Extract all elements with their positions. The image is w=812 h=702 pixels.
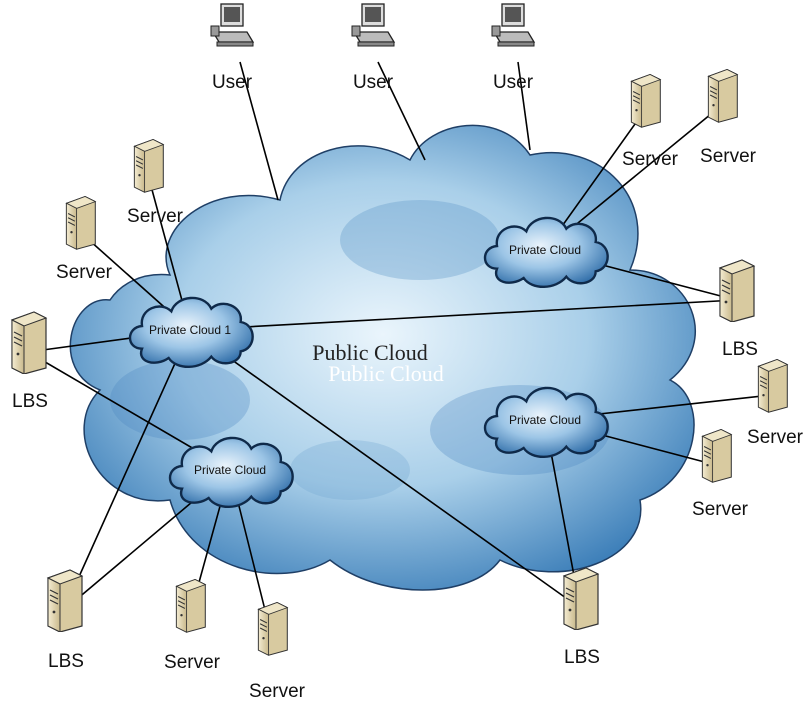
user-label: User <box>212 72 253 93</box>
server-label: Server <box>747 427 804 448</box>
server-icon <box>707 68 738 123</box>
server-label: Server <box>622 149 679 170</box>
connection-pc1-lbsB <box>189 329 581 609</box>
server-node-srvR2: Server <box>692 428 749 520</box>
server-icon <box>701 428 732 483</box>
lbs-node-lbsBL: LBS <box>47 569 84 672</box>
server-label: Server <box>249 681 306 702</box>
server-node-srvB2: Server <box>249 601 306 702</box>
server-icon <box>175 578 206 633</box>
lbs-label: LBS <box>722 339 758 360</box>
server-icon <box>719 259 755 322</box>
server-label: Server <box>700 146 757 167</box>
private-cloud-pc1: Private Cloud 1 <box>128 296 255 369</box>
computer-icon <box>351 3 395 47</box>
server-label: Server <box>127 206 184 227</box>
private-cloud-label: Private Cloud <box>194 463 266 477</box>
lbs-node-lbsL: LBS <box>11 311 48 412</box>
connection-user1-public <box>239 61 279 201</box>
lbs-label: LBS <box>564 647 600 668</box>
server-label: Server <box>56 262 113 283</box>
lbs-label: LBS <box>12 391 48 412</box>
server-icon <box>65 195 96 250</box>
server-icon <box>257 601 288 656</box>
connection-user2-public <box>377 61 426 161</box>
user-label: User <box>493 72 534 93</box>
server-icon <box>630 73 661 128</box>
server-node-srvB: Server <box>56 195 113 283</box>
user-node-user3: User <box>491 3 535 93</box>
private-cloud-label: Private Cloud 1 <box>149 323 231 337</box>
server-node-srvB1: Server <box>164 578 221 673</box>
user-label: User <box>353 72 394 93</box>
server-node-srvTR2: Server <box>700 68 757 167</box>
private-cloud-pc4: Private Cloud <box>483 386 609 459</box>
lbs-node-lbsB: LBS <box>563 567 600 668</box>
computer-icon <box>491 3 535 47</box>
server-icon <box>757 358 788 413</box>
connection-pc1-lbsBL <box>63 329 191 611</box>
user-node-user1: User <box>210 3 254 93</box>
private-cloud-label: Private Cloud <box>509 243 581 257</box>
server-icon <box>11 311 47 374</box>
public-cloud-label: Public Cloud <box>312 340 428 365</box>
private-cloud-pc3: Private Cloud <box>483 216 609 289</box>
connection-pc1-lbsR <box>189 299 737 331</box>
computer-icon <box>210 3 254 47</box>
server-icon <box>133 138 164 193</box>
server-node-srvR1: Server <box>747 358 804 448</box>
lbs-node-lbsR: LBS <box>719 259 758 360</box>
user-node-user2: User <box>351 3 395 93</box>
server-label: Server <box>164 652 221 673</box>
server-label: Server <box>692 499 749 520</box>
server-icon <box>47 569 83 632</box>
private-cloud-pc2: Private Cloud <box>168 436 294 509</box>
lbs-label: LBS <box>48 651 84 672</box>
private-cloud-label: Private Cloud <box>509 413 581 427</box>
server-icon <box>563 567 599 630</box>
public-cloud-label-echo: Public Cloud <box>328 361 444 386</box>
server-node-srvTR1: Server <box>622 73 679 170</box>
connection-user3-public <box>517 61 531 151</box>
server-node-srvA: Server <box>127 138 184 227</box>
